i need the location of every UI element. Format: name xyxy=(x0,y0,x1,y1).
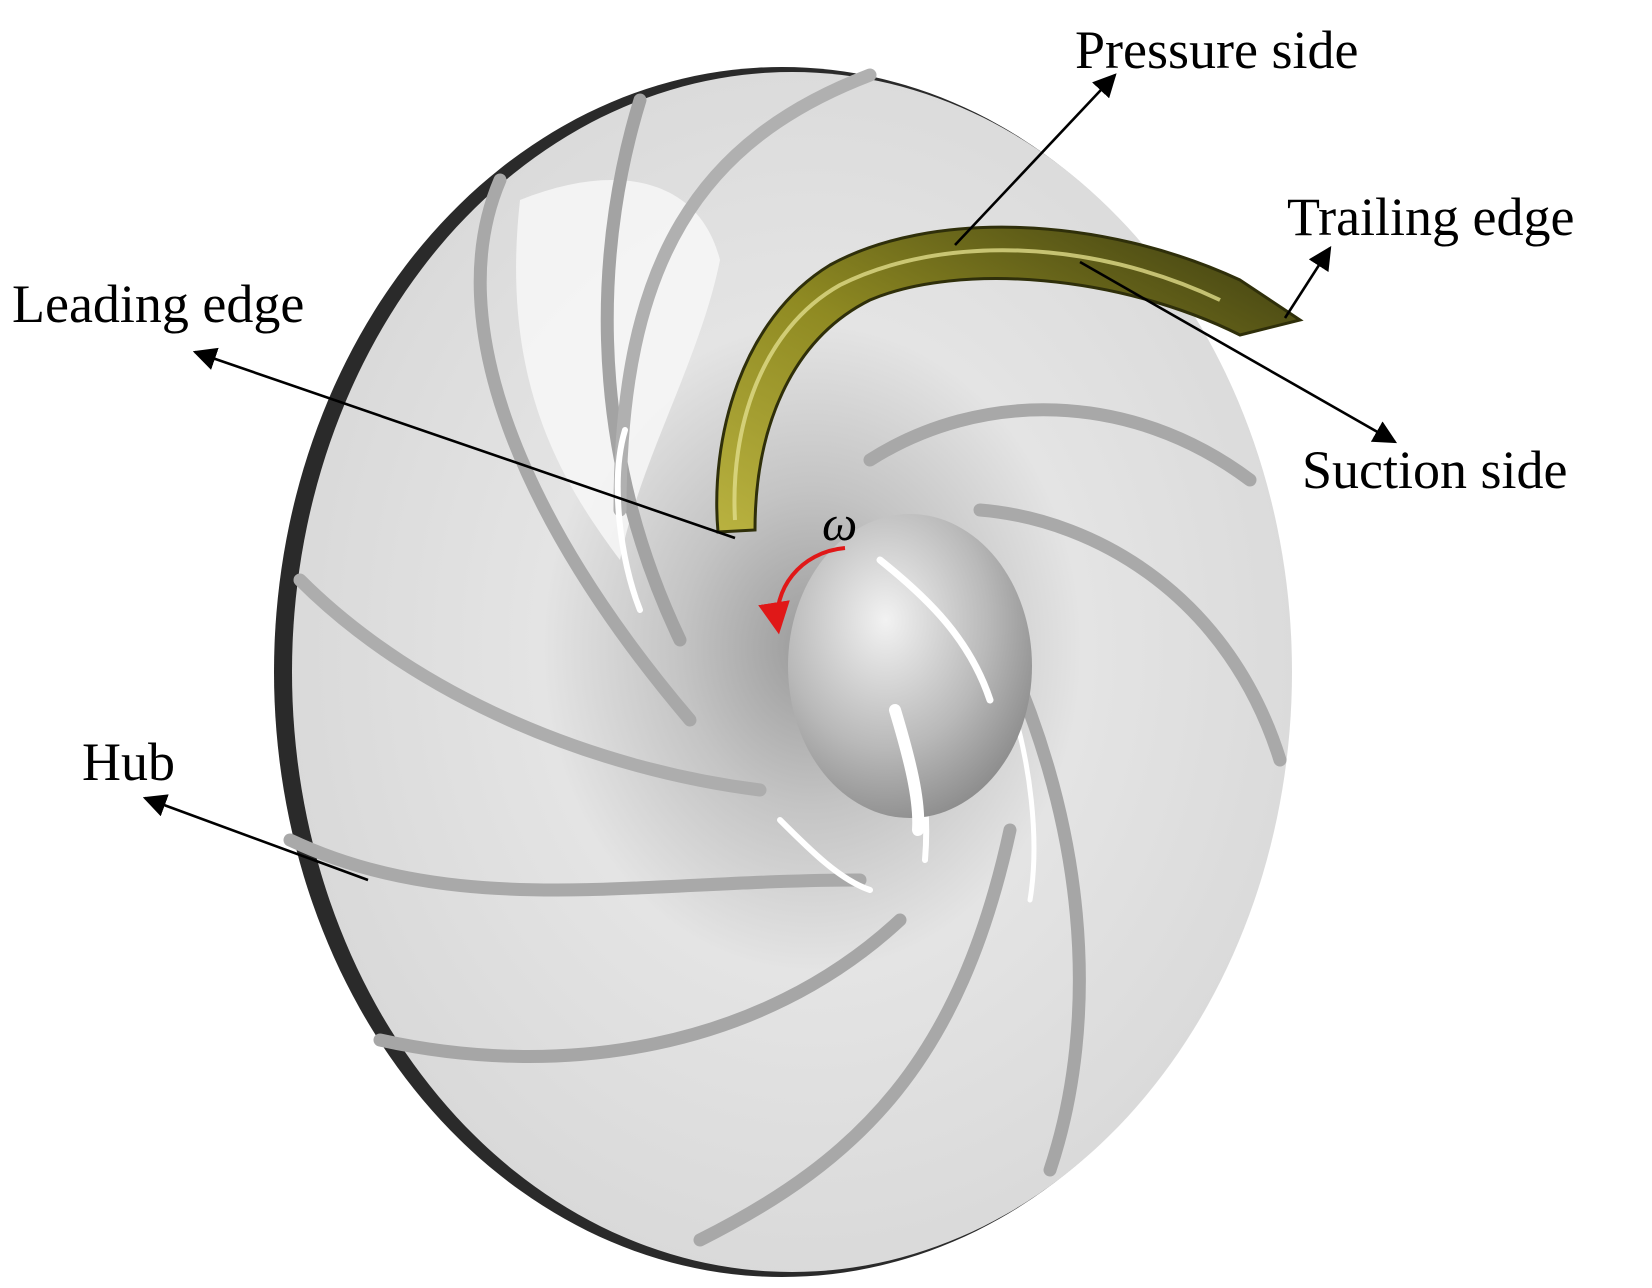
leader-pressure-side xyxy=(954,73,1117,246)
leader-trailing-edge xyxy=(1283,246,1332,319)
label-omega: ω xyxy=(822,495,857,551)
label-hub: Hub xyxy=(82,732,175,792)
blade-1 xyxy=(473,173,697,727)
blade-2 xyxy=(600,93,687,647)
leader-lines xyxy=(142,73,1398,882)
eye-inner-blade xyxy=(889,704,925,836)
label-trailing-edge: Trailing edge xyxy=(1287,187,1574,247)
blade-10 xyxy=(863,403,1257,487)
impeller-eye xyxy=(788,514,1032,818)
blade-6 xyxy=(373,913,907,1063)
disk-highlight xyxy=(516,180,720,560)
leader-suction-side xyxy=(1079,260,1398,444)
blade-7 xyxy=(693,823,1017,1247)
blade-5 xyxy=(283,833,867,897)
blade-9 xyxy=(973,503,1287,767)
blade-4 xyxy=(293,573,767,797)
leader-hub xyxy=(142,794,369,882)
label-suction-side: Suction side xyxy=(1302,440,1568,500)
rotation-arrow xyxy=(758,546,846,635)
label-pressure-side: Pressure side xyxy=(1075,20,1358,80)
blade-3 xyxy=(613,68,877,517)
leader-leading-edge xyxy=(192,347,736,540)
highlighted-blade xyxy=(715,225,1304,534)
label-leading-edge: Leading edge xyxy=(12,274,304,334)
